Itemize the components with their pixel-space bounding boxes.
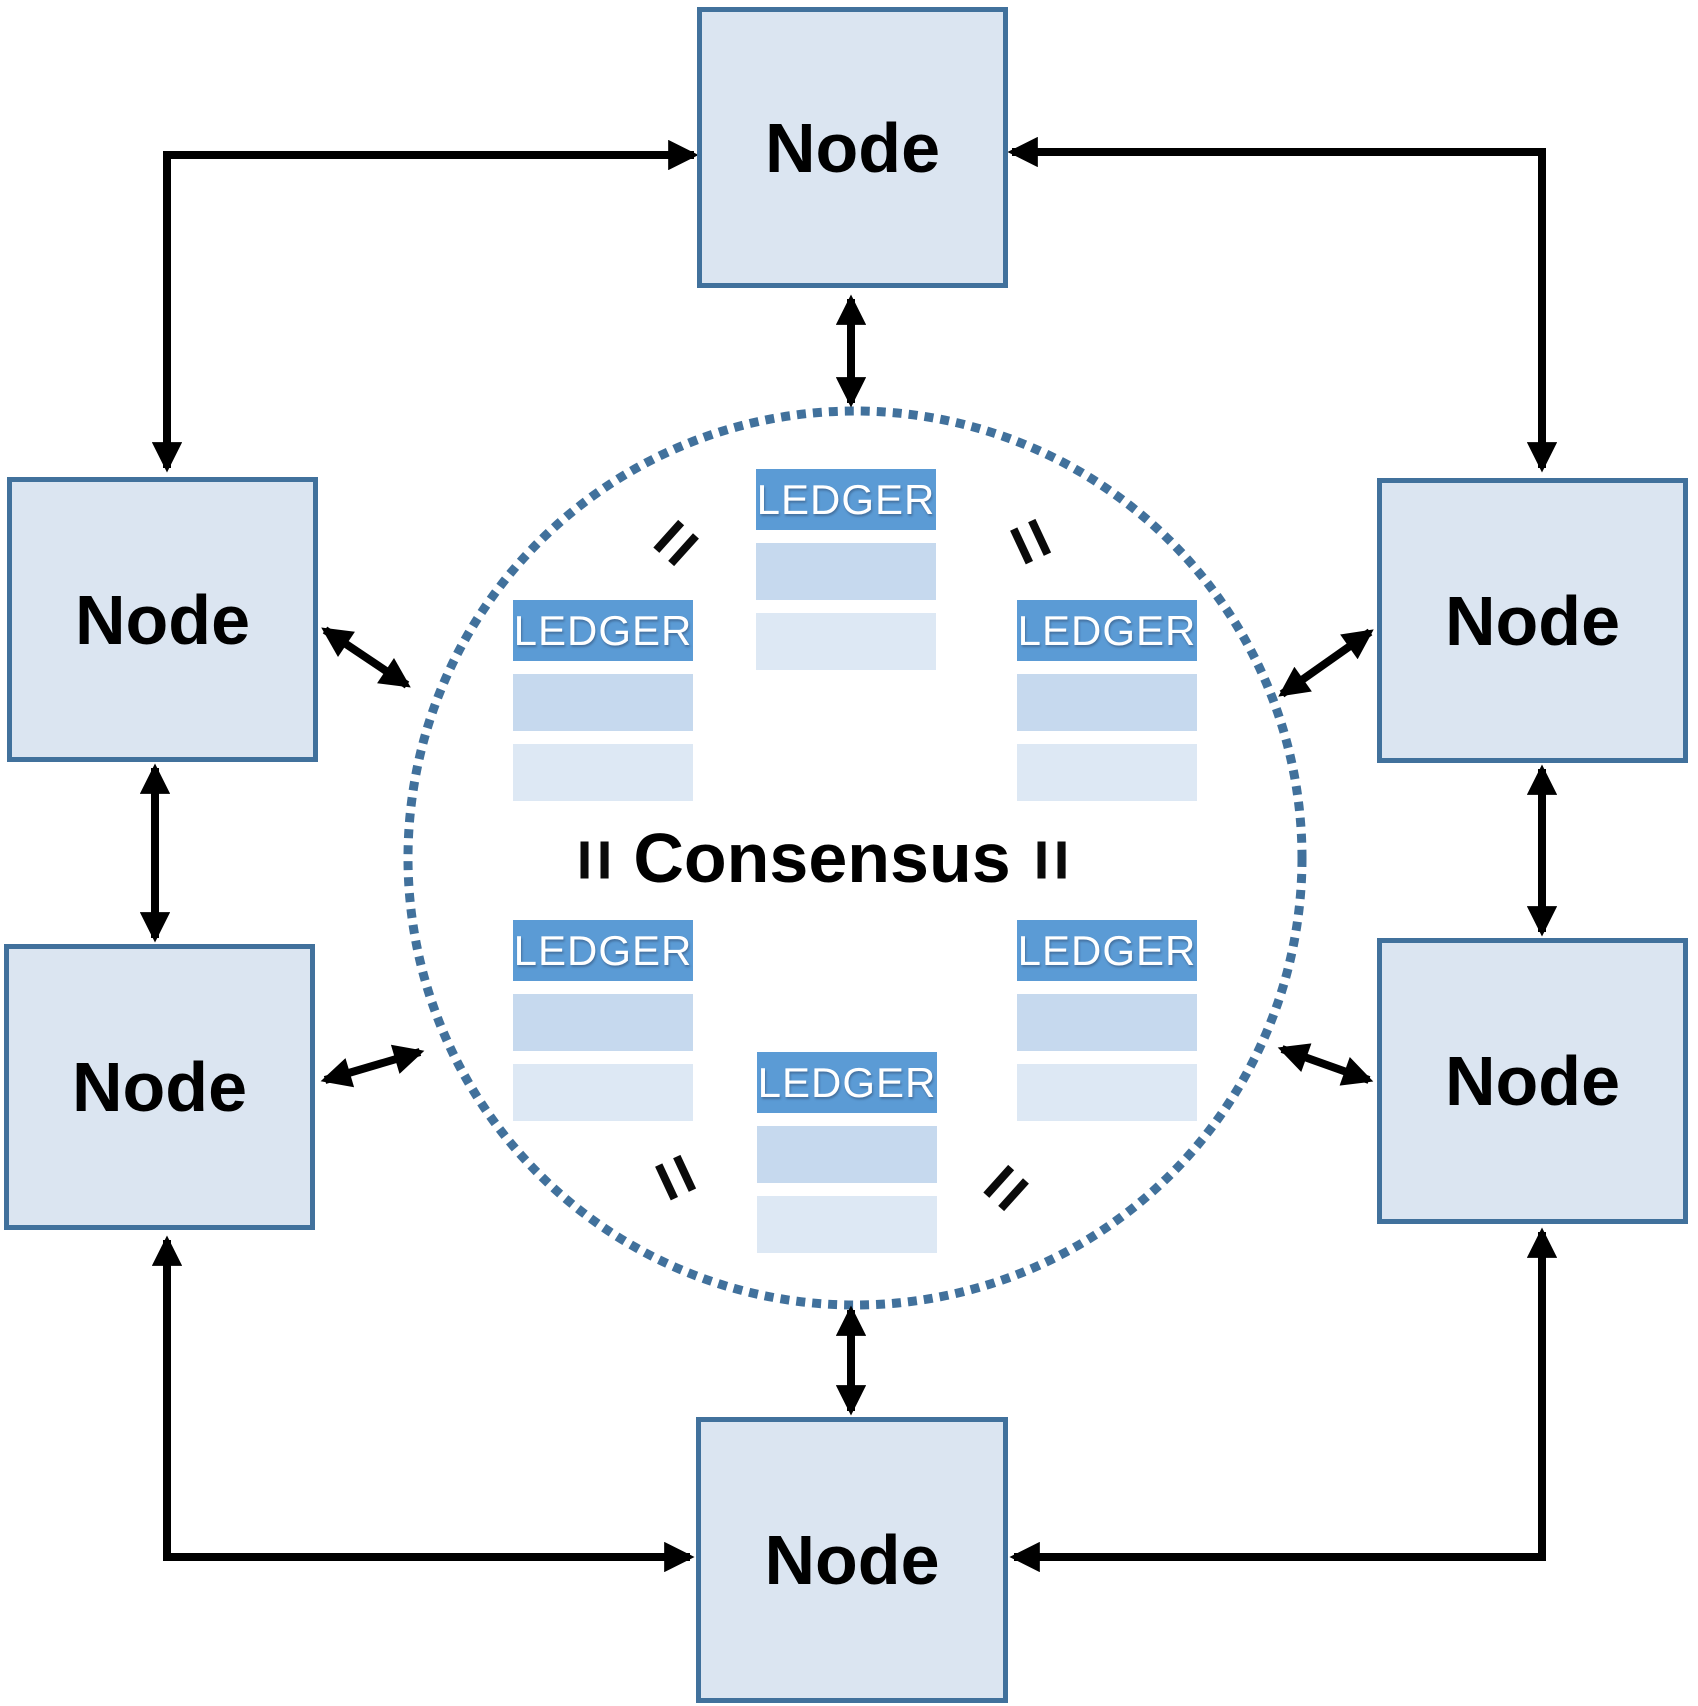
node-label: Node [72,1048,247,1126]
ledger-table-mid-right: LEDGER [1017,600,1197,801]
ledger-row [756,543,936,600]
ledger-header: LEDGER [756,469,936,530]
ledger-table-mid-left: LEDGER [513,600,693,801]
ledger-header: LEDGER [1017,920,1197,981]
equals-mark-mid-left: = [554,838,638,882]
ledger-header: LEDGER [513,920,693,981]
ledger-table-bottom-center: LEDGER [757,1052,937,1253]
node-label: Node [1445,1042,1620,1120]
node-bottom: Node [696,1417,1008,1703]
arrow-right-upper-node-circle [1278,628,1374,698]
ledger-header: LEDGER [1017,600,1197,661]
ledger-row [1017,674,1197,731]
consensus-boundary-circle [403,406,1307,1310]
arrow-right-lower-node-circle [1277,1043,1374,1086]
ledger-table-lower-left: LEDGER [513,920,693,1121]
node-left-upper: Node [7,477,318,762]
node-left-lower: Node [4,944,315,1230]
ledger-row [513,744,693,801]
ledger-row [513,674,693,731]
ledger-header: LEDGER [513,600,693,661]
ledger-row [513,1064,693,1121]
ledger-table-lower-right: LEDGER [1017,920,1197,1121]
ledger-row [757,1126,937,1183]
arrow-left-upper-node-circle [321,626,411,689]
consensus-title: Consensus [633,819,1011,897]
node-label: Node [765,108,940,187]
arrow-top-node-right-upper [1007,136,1558,473]
ledger-row [1017,994,1197,1051]
ledger-table-top-center: LEDGER [756,469,936,670]
node-label: Node [764,1521,940,1599]
arrow-right-lower-bottom-node [1009,1227,1558,1573]
arrow-top-node-left-upper [151,139,699,473]
node-label: Node [75,580,250,659]
arrow-left-lower-node-circle [320,1044,425,1088]
node-right-lower: Node [1377,938,1688,1224]
node-right-upper: Node [1377,478,1688,763]
ledger-row [757,1196,937,1253]
node-label: Node [1445,581,1620,660]
equals-mark-mid-right: = [1011,838,1095,882]
ledger-row [756,613,936,670]
ledger-row [513,994,693,1051]
arrow-left-lower-bottom-node [151,1235,695,1573]
node-top: Node [697,7,1008,288]
ledger-row [1017,1064,1197,1121]
ledger-row [1017,744,1197,801]
ledger-header: LEDGER [757,1052,937,1113]
